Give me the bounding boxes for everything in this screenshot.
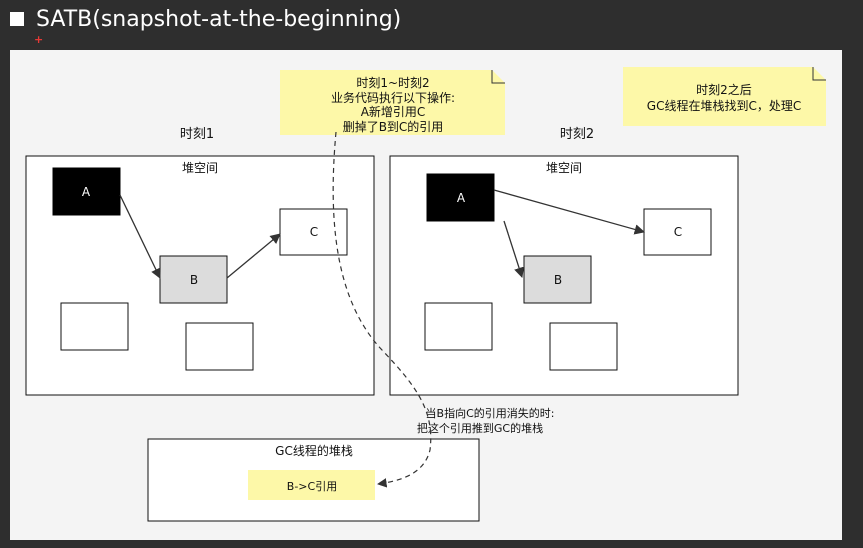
note-fold xyxy=(812,67,826,81)
gc-stack-entry-label: B->C引用 xyxy=(287,479,337,493)
note-right-line-1: 时刻2之后 xyxy=(696,83,752,97)
moment2-empty-object xyxy=(549,322,618,371)
moment1-arrow-b-to-c xyxy=(226,233,281,279)
moment1-node-b xyxy=(159,255,228,304)
moment2-arrow-a-to-c xyxy=(493,189,646,235)
gc-stack-entry xyxy=(248,470,375,500)
gc-stack-label: GC线程的堆栈 xyxy=(275,443,353,458)
moment1-label: 时刻1 xyxy=(180,127,214,142)
satb-diagram: 时刻1~时刻2 业务代码执行以下操作: A新增引用C 删掉了B到C的引用 时刻2… xyxy=(25,67,826,522)
diagram-canvas: 时刻1~时刻2 业务代码执行以下操作: A新增引用C 删掉了B到C的引用 时刻2… xyxy=(10,50,842,540)
note-right-line-2: GC线程在堆栈找到C，处理C xyxy=(647,98,801,113)
moment2-node-a xyxy=(426,173,495,222)
moment1-empty-object xyxy=(60,302,129,351)
moment1-node-c xyxy=(279,208,348,256)
annotation-line-2: 把这个引用推到GC的堆栈 xyxy=(417,421,543,435)
moment2-label: 时刻2 xyxy=(560,127,594,142)
moment2-arrow-a-to-b xyxy=(503,220,525,278)
slide-title: SATB(snapshot-at-the-beginning) xyxy=(36,7,402,32)
moment1-node-b-label: B xyxy=(190,273,198,287)
note-top-line-3: A新增引用C xyxy=(361,104,426,119)
annotation-line-1: 当B指向C的引用消失的时: xyxy=(426,406,555,420)
note-top-line-1: 时刻1~时刻2 xyxy=(356,76,429,90)
note-top-line-4: 删掉了B到C的引用 xyxy=(343,119,444,134)
note-shape xyxy=(623,67,826,126)
moment2-empty-object xyxy=(424,302,493,351)
moment2-node-c-label: C xyxy=(674,225,682,239)
note-top-line-2: 业务代码执行以下操作: xyxy=(331,90,455,105)
moment1-heap-label: 堆空间 xyxy=(182,161,218,175)
note-after-moment2: 时刻2之后 GC线程在堆栈找到C，处理C xyxy=(623,67,826,126)
dashed-arrow-to-gc-stack xyxy=(332,131,432,488)
slide-title-bar: SATB(snapshot-at-the-beginning) + xyxy=(0,0,863,48)
note-moment1-to-2: 时刻1~时刻2 业务代码执行以下操作: A新增引用C 删掉了B到C的引用 xyxy=(280,70,505,135)
moment1-node-a xyxy=(52,167,121,216)
note-shape xyxy=(280,70,505,135)
note-fold xyxy=(491,70,505,84)
moment2-node-b xyxy=(523,255,592,304)
moment1-node-a-label: A xyxy=(82,185,91,199)
moment2-node-b-label: B xyxy=(554,273,562,287)
moment1-arrow-a-to-b xyxy=(119,194,161,279)
square-bullet-icon xyxy=(10,12,24,26)
moment1-node-c-label: C xyxy=(310,225,318,239)
moment2-heap-label: 堆空间 xyxy=(546,161,582,175)
moment1-empty-object xyxy=(185,322,254,371)
plus-icon: + xyxy=(34,33,44,46)
moment2-node-a-label: A xyxy=(457,191,466,205)
